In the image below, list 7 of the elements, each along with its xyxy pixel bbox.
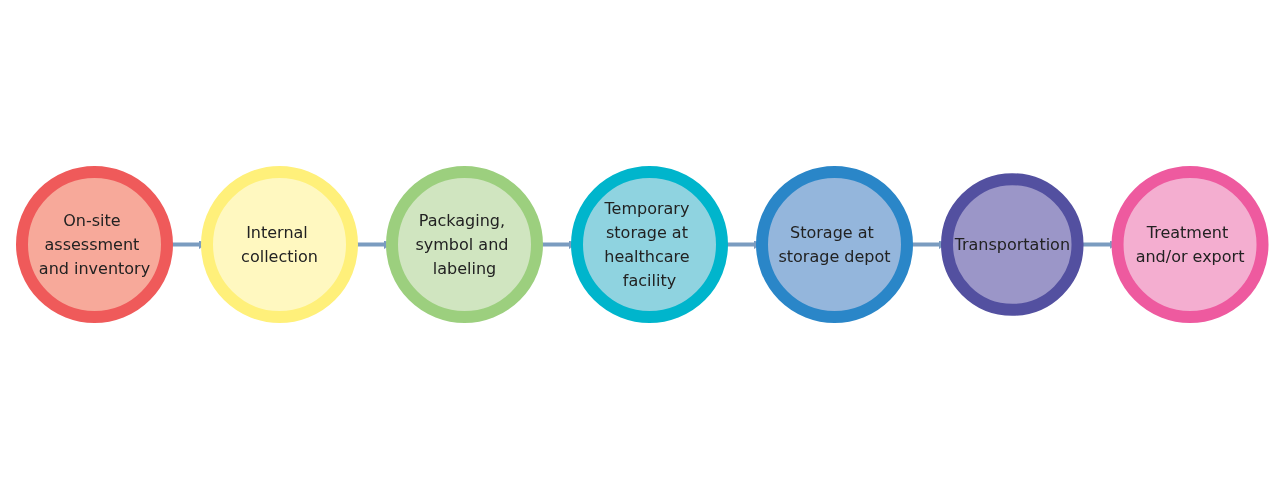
node-circle: Temporary storage at healthcare facility [571, 166, 729, 323]
node-circle: On-site assessment and inventory [16, 166, 174, 323]
node-circle: Internal collection [201, 166, 359, 323]
node-circle: Treatment and/or export [1111, 166, 1269, 323]
node-circle: Storage at storage depot [756, 166, 914, 323]
node-circle: Packaging, symbol and labeling [386, 166, 544, 323]
node-circle: Transportation [941, 173, 1084, 316]
